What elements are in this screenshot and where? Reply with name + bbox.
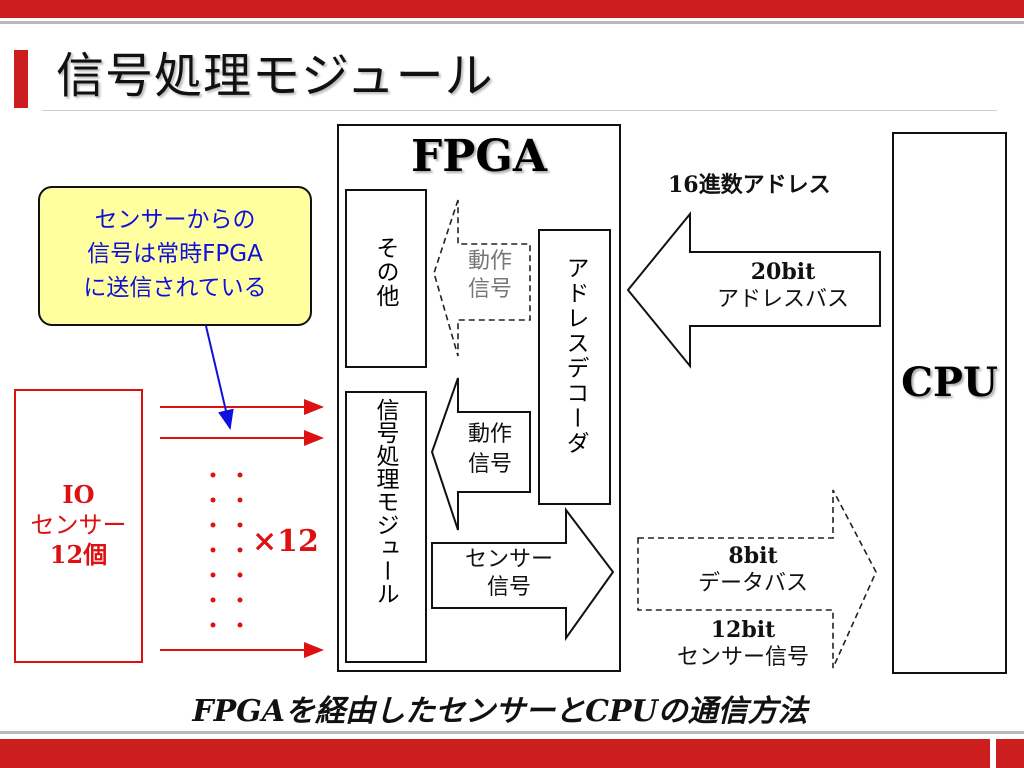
sensor-dots xyxy=(210,472,243,628)
callout-line-3: に送信されている xyxy=(83,275,267,301)
sensor-signal-arrow xyxy=(431,507,615,642)
cpu-box xyxy=(892,132,1007,674)
header-bar xyxy=(0,0,1024,18)
footer-square xyxy=(996,739,1024,768)
header-rule xyxy=(0,21,1024,24)
footer-rule xyxy=(0,731,1024,734)
callout-line-1: センサーからの xyxy=(94,207,256,233)
callout-box: センサーからの 信号は常時FPGA に送信されている xyxy=(38,186,312,326)
title-underline xyxy=(42,110,997,111)
hex-address-label: 16進数アドレス xyxy=(668,172,831,198)
address-decoder-label: アドレスデコーダ xyxy=(562,256,588,456)
address-decoder-box xyxy=(538,229,611,505)
other-block-box xyxy=(345,189,427,368)
cpu-label: CPU xyxy=(901,359,998,406)
address-bus-label: 20bit アドレスバス xyxy=(716,259,849,312)
other-block-label: その他 xyxy=(372,236,398,308)
sensor-12bit-label: 12bit センサー信号 xyxy=(676,617,809,670)
action-signal-upper-arrow xyxy=(433,199,531,357)
slide-title: 信号処理モジュール xyxy=(56,48,494,104)
address-bus-arrow xyxy=(626,211,881,369)
data-bus-arrow xyxy=(637,489,877,669)
callout-pointer xyxy=(205,325,234,430)
multiplier-label: ×12 xyxy=(252,524,319,559)
data-bus-label: 8bit データバス xyxy=(697,543,808,596)
signal-module-label: 信号処理モジュール xyxy=(372,398,398,605)
action-signal-lower-label: 動作 信号 xyxy=(467,422,512,477)
signal-module-box xyxy=(345,391,427,663)
diagram-caption: FPGAを経由したセンサーとCPUの通信方法 xyxy=(192,694,808,729)
io-sensor-box xyxy=(14,389,143,663)
callout-line-2: 信号は常時FPGA xyxy=(87,241,263,267)
io-sensor-label: IO センサー 12個 xyxy=(30,480,127,569)
fpga-label: FPGA xyxy=(410,131,548,182)
sensor-signal-label: センサー 信号 xyxy=(464,547,553,600)
footer-bar xyxy=(0,739,990,768)
action-signal-upper-label: 動作 信号 xyxy=(467,249,512,302)
action-signal-lower-arrow xyxy=(430,377,531,531)
title-marker xyxy=(14,50,28,108)
